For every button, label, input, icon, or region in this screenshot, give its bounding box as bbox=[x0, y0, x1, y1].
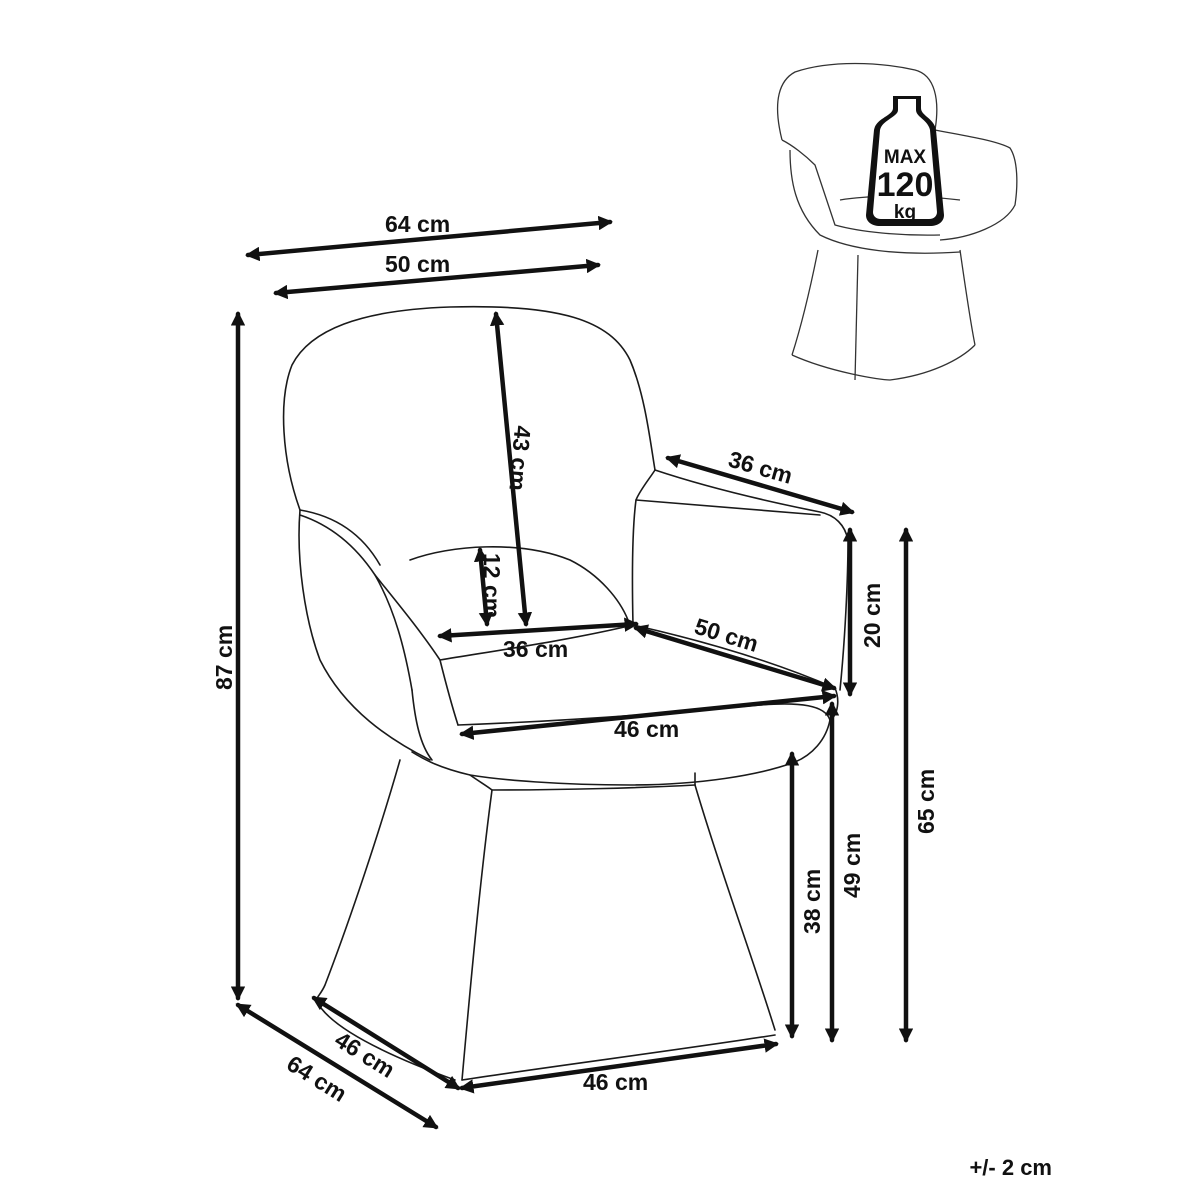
weight-icon: MAX 120 kg bbox=[866, 96, 944, 226]
label-seat-width: 46 cm bbox=[614, 716, 679, 742]
max-load-unit: kg bbox=[894, 202, 916, 223]
label-back-width: 50 cm bbox=[385, 251, 450, 277]
label-overall-width: 64 cm bbox=[385, 211, 450, 237]
dimension-arrows bbox=[230, 215, 914, 1130]
label-inner-seat-width: 36 cm bbox=[503, 636, 568, 662]
label-seat-height: 49 cm bbox=[839, 833, 865, 898]
arrow-back-curve bbox=[473, 547, 494, 627]
chair-outline bbox=[282, 305, 849, 1081]
label-base-depth: 46 cm bbox=[330, 1026, 399, 1083]
arrow-backrest-height bbox=[489, 311, 533, 627]
arrow-seat-depth bbox=[633, 624, 837, 692]
arrow-overall-depth bbox=[235, 1002, 439, 1130]
label-armrest-length: 36 cm bbox=[726, 446, 796, 489]
label-overall-height: 87 cm bbox=[211, 625, 237, 690]
label-backrest-height: 43 cm bbox=[504, 425, 536, 492]
arrow-back-width bbox=[273, 258, 601, 300]
max-load-label: MAX bbox=[884, 147, 927, 168]
max-load-value: 120 bbox=[877, 166, 934, 204]
arrow-base-width bbox=[459, 1038, 779, 1094]
label-armrest-height: 20 cm bbox=[859, 583, 885, 648]
label-overall-depth: 64 cm bbox=[282, 1050, 351, 1107]
arrow-seat-width bbox=[459, 690, 837, 740]
label-base-width: 46 cm bbox=[583, 1069, 648, 1095]
arrow-overall-width bbox=[245, 215, 613, 262]
label-back-curve: 12 cm bbox=[479, 553, 505, 618]
tolerance-note: +/- 2 cm bbox=[969, 1155, 1052, 1180]
max-load-thumbnail: MAX 120 kg bbox=[776, 62, 1018, 381]
arrow-armrest-length bbox=[665, 454, 855, 516]
label-base-height: 38 cm bbox=[799, 869, 825, 934]
label-armrest-floor-height: 65 cm bbox=[913, 769, 939, 834]
arrow-inner-seat-width bbox=[437, 617, 639, 643]
